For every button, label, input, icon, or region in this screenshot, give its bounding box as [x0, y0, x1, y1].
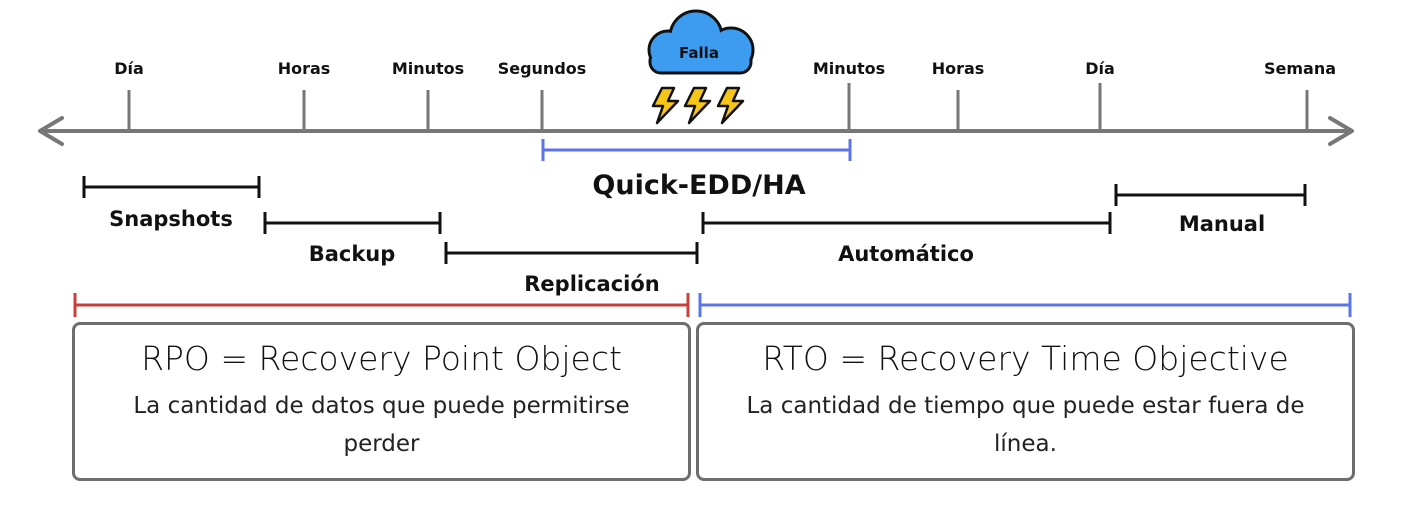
snapshots-bracket — [82, 176, 261, 198]
tick-label-left-minutos: Minutos — [392, 59, 464, 78]
lightning-bolt-icon — [716, 86, 745, 125]
tick-label-right-dia: Día — [1085, 59, 1115, 78]
quick-edd-bracket — [541, 139, 852, 161]
automatico-label: Automático — [838, 242, 974, 266]
backup-label: Backup — [309, 242, 396, 266]
rpo-title: RPO = Recovery Point Object — [141, 339, 622, 378]
replicacion-bracket — [444, 242, 699, 264]
rpo-description: La cantidad de datos que puede permitirs… — [133, 393, 630, 457]
rto-description: La cantidad de tiempo que puede estar fu… — [746, 393, 1305, 457]
quick-edd-label: Quick-EDD/HA — [592, 170, 805, 201]
falla-label: Falla — [679, 44, 719, 62]
rto-box: RTO = Recovery Time Objective La cantida… — [696, 322, 1355, 481]
tick-label-segundos: Segundos — [498, 59, 587, 78]
tick-label-right-minutos: Minutos — [813, 59, 885, 78]
tick-label-semana: Semana — [1264, 59, 1336, 78]
cloud-icon — [647, 9, 755, 75]
automatico-bracket — [701, 212, 1112, 234]
replicacion-label: Replicación — [524, 272, 660, 296]
rpo-bracket — [73, 293, 690, 317]
rto-title: RTO = Recovery Time Objective — [762, 339, 1289, 378]
axis-arrow-right — [1328, 116, 1354, 146]
tick-label-left-dia: Día — [114, 59, 144, 78]
tick-label-right-horas: Horas — [932, 59, 985, 78]
rpo-box: RPO = Recovery Point Object La cantidad … — [72, 322, 691, 481]
manual-bracket — [1114, 184, 1307, 206]
axis-arrow-left — [38, 116, 64, 146]
rto-bracket — [698, 293, 1352, 317]
manual-label: Manual — [1179, 212, 1265, 236]
lightning-bolt-icon — [683, 86, 712, 125]
lightning-bolt-icon — [651, 86, 680, 125]
snapshots-label: Snapshots — [109, 207, 233, 231]
backup-bracket — [263, 212, 442, 234]
tick-label-left-horas: Horas — [278, 59, 331, 78]
